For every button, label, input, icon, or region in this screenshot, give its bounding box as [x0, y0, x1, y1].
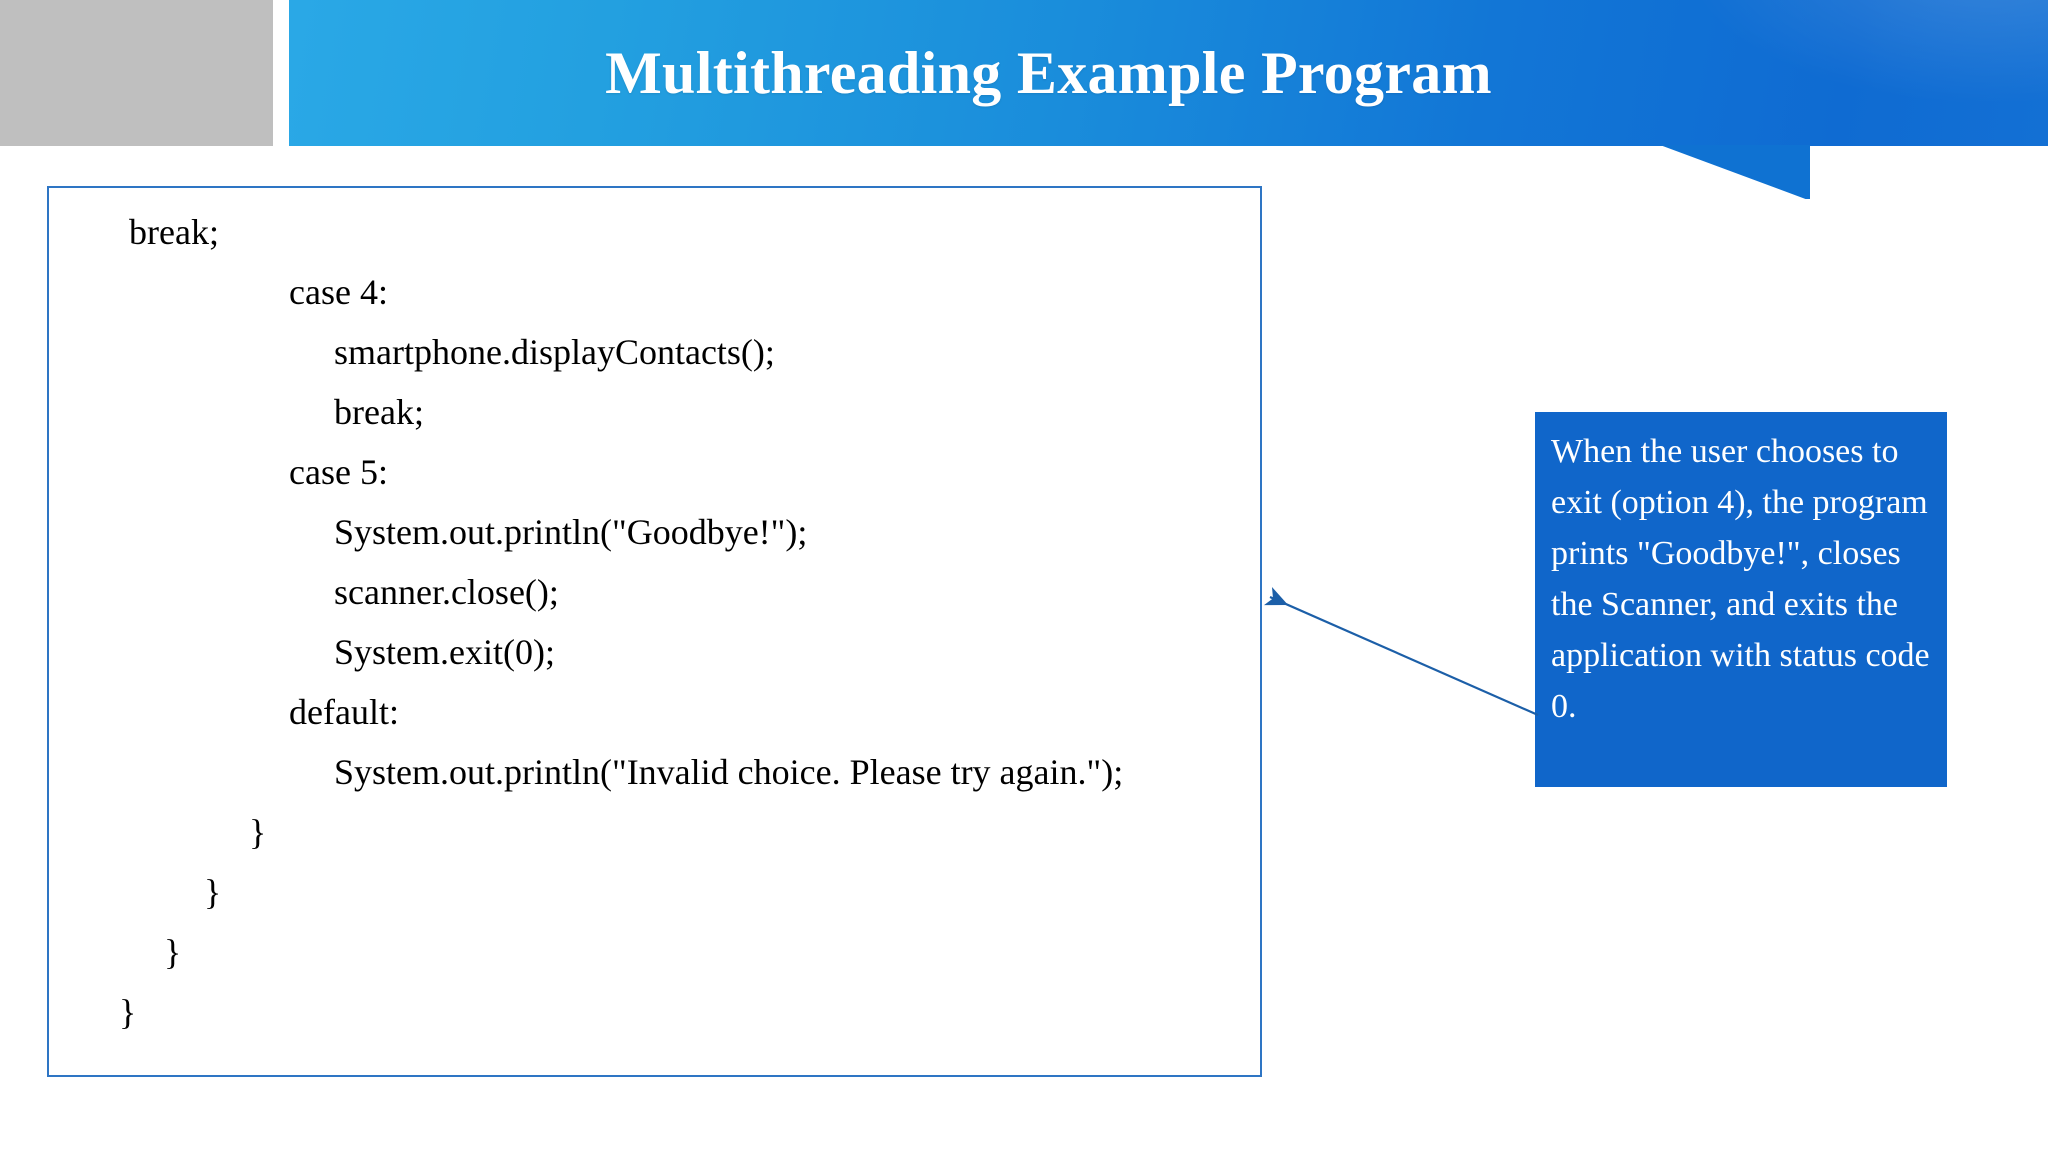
code-line: System.exit(0);	[334, 632, 555, 672]
header-banner	[289, 0, 2048, 146]
code-line: break;	[334, 392, 424, 432]
code-line: case 4:	[289, 272, 388, 312]
code-content-box: break; case 4: smartphone.displayContacts(…	[47, 186, 1262, 1077]
code-line: smartphone.displayContacts();	[334, 332, 775, 372]
code-line: System.out.println("Goodbye!");	[334, 512, 808, 552]
code-line: default:	[289, 692, 399, 732]
header-banner-tail	[1660, 145, 1810, 199]
code-line: case 5:	[289, 452, 388, 492]
code-line: }	[164, 932, 182, 972]
slide-header: Multithreading Example Program	[0, 0, 2048, 200]
code-line: }	[204, 872, 222, 912]
code-line-list: break; case 4: smartphone.displayContacts(…	[49, 202, 1260, 1042]
explanation-callout: When the user chooses to exit (option 4)…	[1535, 412, 1947, 787]
arrow-line	[1263, 587, 1539, 717]
code-line: }	[249, 812, 267, 852]
code-line: }	[119, 992, 137, 1032]
code-line: scanner.close();	[334, 572, 559, 612]
callout-text: When the user chooses to exit (option 4)…	[1551, 433, 1930, 725]
code-line: System.out.println("Invalid choice. Plea…	[334, 752, 1124, 792]
page-title: Multithreading Example Program	[605, 40, 1492, 106]
code-line: break;	[129, 212, 219, 252]
header-gray-block	[0, 0, 273, 146]
callout-connector-arrow	[1263, 587, 1539, 717]
